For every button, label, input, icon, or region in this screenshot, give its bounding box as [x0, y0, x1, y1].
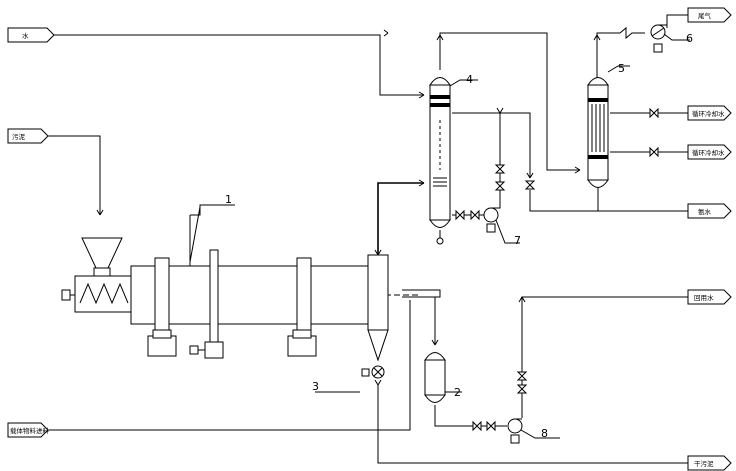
valve-icon: [516, 384, 528, 394]
label-pump-8: 8: [541, 427, 548, 440]
tag-cooling-return-label: 循环冷却水: [692, 109, 725, 118]
cyclone: [315, 254, 389, 393]
support-roller: [287, 335, 317, 357]
tag-ammonia-water: 氨水: [687, 203, 732, 219]
tag-sludge-in: 污泥: [7, 128, 49, 144]
water-line: [54, 34, 424, 96]
pump-8: [507, 418, 560, 444]
valve-icon: [486, 420, 496, 432]
valve-icon: [524, 180, 536, 190]
label-condenser: 5: [618, 62, 625, 75]
motor-icon: [510, 434, 520, 444]
return-water-line: [521, 296, 688, 418]
tag-carrier-in-label: 载体物料进料: [10, 426, 50, 435]
tag-waste-gas: 尾气: [687, 7, 732, 23]
feed-hopper: [81, 237, 123, 269]
fan-outlet-line: [666, 14, 688, 28]
label-cyclone: 3: [312, 380, 319, 393]
tag-dry-product: 干污泥: [687, 455, 732, 471]
equipment-labels: 1 2 3 4 5 6 7 8: [189, 32, 693, 440]
scrubber-column: [429, 77, 478, 245]
drive-motor: [204, 341, 224, 359]
valve-icon: [649, 146, 659, 158]
riding-ring: [296, 257, 312, 333]
riding-ring: [154, 257, 170, 333]
exhaust-fan: [650, 24, 690, 53]
valve-icon: [455, 209, 465, 221]
sludge-line: [48, 135, 101, 215]
separator-outlet-line: [434, 405, 507, 427]
condenser-vent-line: [596, 32, 620, 78]
drain-icon: [436, 237, 444, 245]
motor-icon: [61, 289, 71, 301]
label-pump-7: 7: [514, 234, 521, 247]
tag-cooling-return: 循环冷却水: [687, 105, 732, 121]
tag-sludge-in-label: 污泥: [12, 133, 26, 141]
tag-water-in-label: 水: [22, 31, 29, 40]
pump-7: [483, 200, 520, 244]
valve-icon: [494, 181, 506, 191]
valve-icon: [494, 164, 506, 174]
tag-return-water: 回用水: [687, 289, 732, 305]
tag-ammonia-water-label: 氨水: [698, 207, 712, 216]
gas-to-scrubber-line: [377, 182, 424, 255]
valves: [455, 26, 659, 432]
screw-feeder: [74, 275, 132, 313]
gear-ring: [209, 249, 219, 343]
motor-icon: [486, 223, 496, 233]
tag-cooling-supply-label: 循环冷却水: [692, 148, 725, 157]
tag-dry-product-label: 干污泥: [694, 460, 714, 468]
valve-icon: [472, 420, 482, 432]
dryer-drum: [130, 265, 372, 325]
label-dryer: 1: [225, 193, 232, 206]
cyclone-body: [367, 254, 389, 331]
tag-return-water-label: 回用水: [694, 293, 714, 302]
label-fan: 6: [686, 32, 693, 45]
motor-icon: [653, 43, 663, 53]
support-roller: [147, 335, 177, 357]
tag-carrier-in: 载体物料进料: [7, 422, 50, 438]
label-separator-tank: 2: [454, 386, 461, 399]
rotary-dryer: [61, 204, 372, 359]
valve-icon: [516, 371, 528, 381]
dry-product-line: [377, 385, 688, 464]
valve-icon: [470, 209, 480, 221]
check-valve-icon: [619, 26, 645, 40]
tag-waste-gas-label: 尾气: [698, 11, 712, 20]
screw-icon: [79, 282, 129, 305]
ammonia-water-line: [529, 190, 688, 212]
scrubber-side-line: [452, 112, 531, 178]
separator-tank: [424, 352, 462, 403]
carrier-line: [48, 300, 411, 431]
vapor-to-condenser-line: [439, 32, 580, 171]
tag-water-in: 水: [7, 27, 55, 43]
valve-icon: [649, 107, 659, 119]
tag-cooling-supply: 循环冷却水: [687, 144, 732, 160]
cyclone-cone: [367, 329, 389, 362]
condenser: [587, 65, 630, 188]
motor-icon: [361, 368, 370, 377]
label-scrubber: 4: [466, 73, 473, 86]
motor-icon: [189, 345, 199, 355]
